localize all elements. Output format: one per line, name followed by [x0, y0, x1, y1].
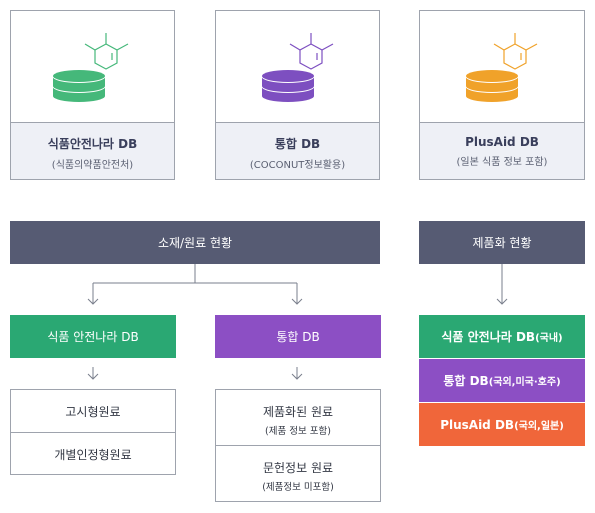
- branch-label: 식품 안전나라 DB: [47, 330, 139, 344]
- source-name: 통합 DB: [274, 137, 321, 151]
- branch-foodsafety: 식품 안전나라 DB: [10, 315, 176, 358]
- branch-label: 통합 DB: [276, 330, 320, 344]
- foodsafety-material-list: 고시형원료 개별인정형원료: [10, 389, 176, 475]
- source-card-plusaid: PlusAid DB (일본 식품 정보 포함): [419, 10, 585, 180]
- integrated-material-list: 제품화된 원료 (제품 정보 포함) 문헌정보 원료 (제품정보 미포함): [215, 389, 381, 502]
- divider: [216, 445, 380, 446]
- source-card-foodsafety: 식품안전나라 DB (식품의약품안전처): [10, 10, 175, 180]
- list-item: 고시형원료: [65, 405, 121, 419]
- branch-integrated: 통합 DB: [215, 315, 381, 358]
- product-item-overseas-japan: PlusAid DB (국외,일본): [419, 403, 585, 446]
- source-name: PlusAid DB: [465, 135, 539, 149]
- material-status-header: 소재/원료 현황: [10, 221, 380, 264]
- product-status-header: 제품화 현황: [419, 221, 585, 264]
- list-item: 문헌정보 원료 (제품정보 미포함): [262, 461, 334, 493]
- source-card-integrated: 통합 DB (COCONUT정보활용): [215, 10, 380, 180]
- product-header-label: 제품화 현황: [472, 236, 532, 250]
- source-sub: (식품의약품안전처): [51, 160, 134, 171]
- source-sub: (COCONUT정보활용): [249, 160, 346, 171]
- source-sub: (일본 식품 정보 포함): [456, 157, 548, 168]
- list-item: 제품화된 원료 (제품 정보 포함): [262, 405, 334, 437]
- list-item: 개별인정형원료: [54, 448, 132, 462]
- database-icon: [11, 11, 174, 122]
- product-item-overseas-us-au: 통합 DB (국외,미국·호주): [419, 359, 585, 402]
- divider: [11, 432, 175, 433]
- database-icon: [420, 11, 584, 122]
- source-name: 식품안전나라 DB: [47, 137, 138, 151]
- material-header-label: 소재/원료 현황: [157, 236, 233, 250]
- product-item-domestic: 식품 안전나라 DB (국내): [419, 315, 585, 358]
- database-icon: [216, 11, 379, 122]
